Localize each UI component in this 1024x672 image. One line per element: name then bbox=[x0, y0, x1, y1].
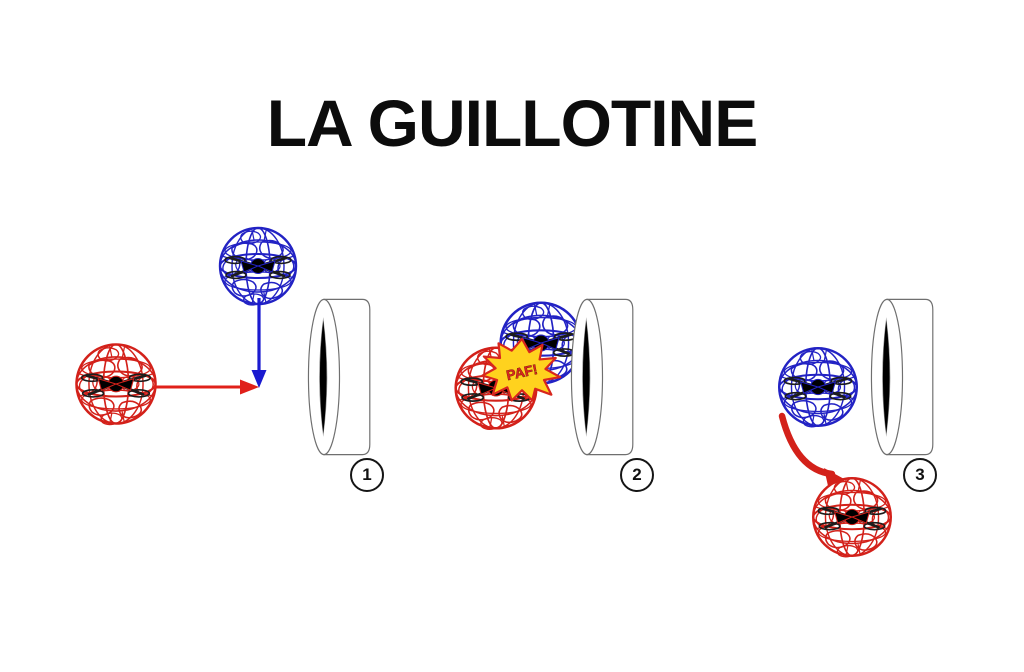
arrow-right-icon bbox=[154, 379, 259, 395]
gate-ring bbox=[292, 292, 387, 462]
step-badge-3: 3 bbox=[903, 458, 937, 492]
impact-label: PAF! bbox=[505, 361, 539, 383]
step-badge-1: 1 bbox=[350, 458, 384, 492]
gate-icon bbox=[570, 298, 634, 456]
red-arrow-right bbox=[152, 374, 262, 400]
red-drone-icon bbox=[811, 476, 893, 559]
gate-icon bbox=[307, 298, 371, 456]
panel-1: 1 bbox=[0, 0, 420, 560]
page-title: LA GUILLOTINE bbox=[266, 86, 759, 160]
red-drone bbox=[801, 466, 903, 568]
blue-arrow-down bbox=[244, 296, 274, 392]
impact-burst: PAF! bbox=[478, 336, 566, 402]
arrow-down-icon bbox=[251, 298, 267, 388]
starburst-icon: PAF! bbox=[481, 337, 562, 402]
gate-icon bbox=[870, 298, 934, 456]
panel-2: PAF! 2 bbox=[420, 0, 700, 560]
gate-ring bbox=[855, 292, 950, 462]
step-badge-2: 2 bbox=[620, 458, 654, 492]
panel-3: 3 bbox=[700, 0, 1024, 600]
gate-ring bbox=[555, 292, 650, 462]
